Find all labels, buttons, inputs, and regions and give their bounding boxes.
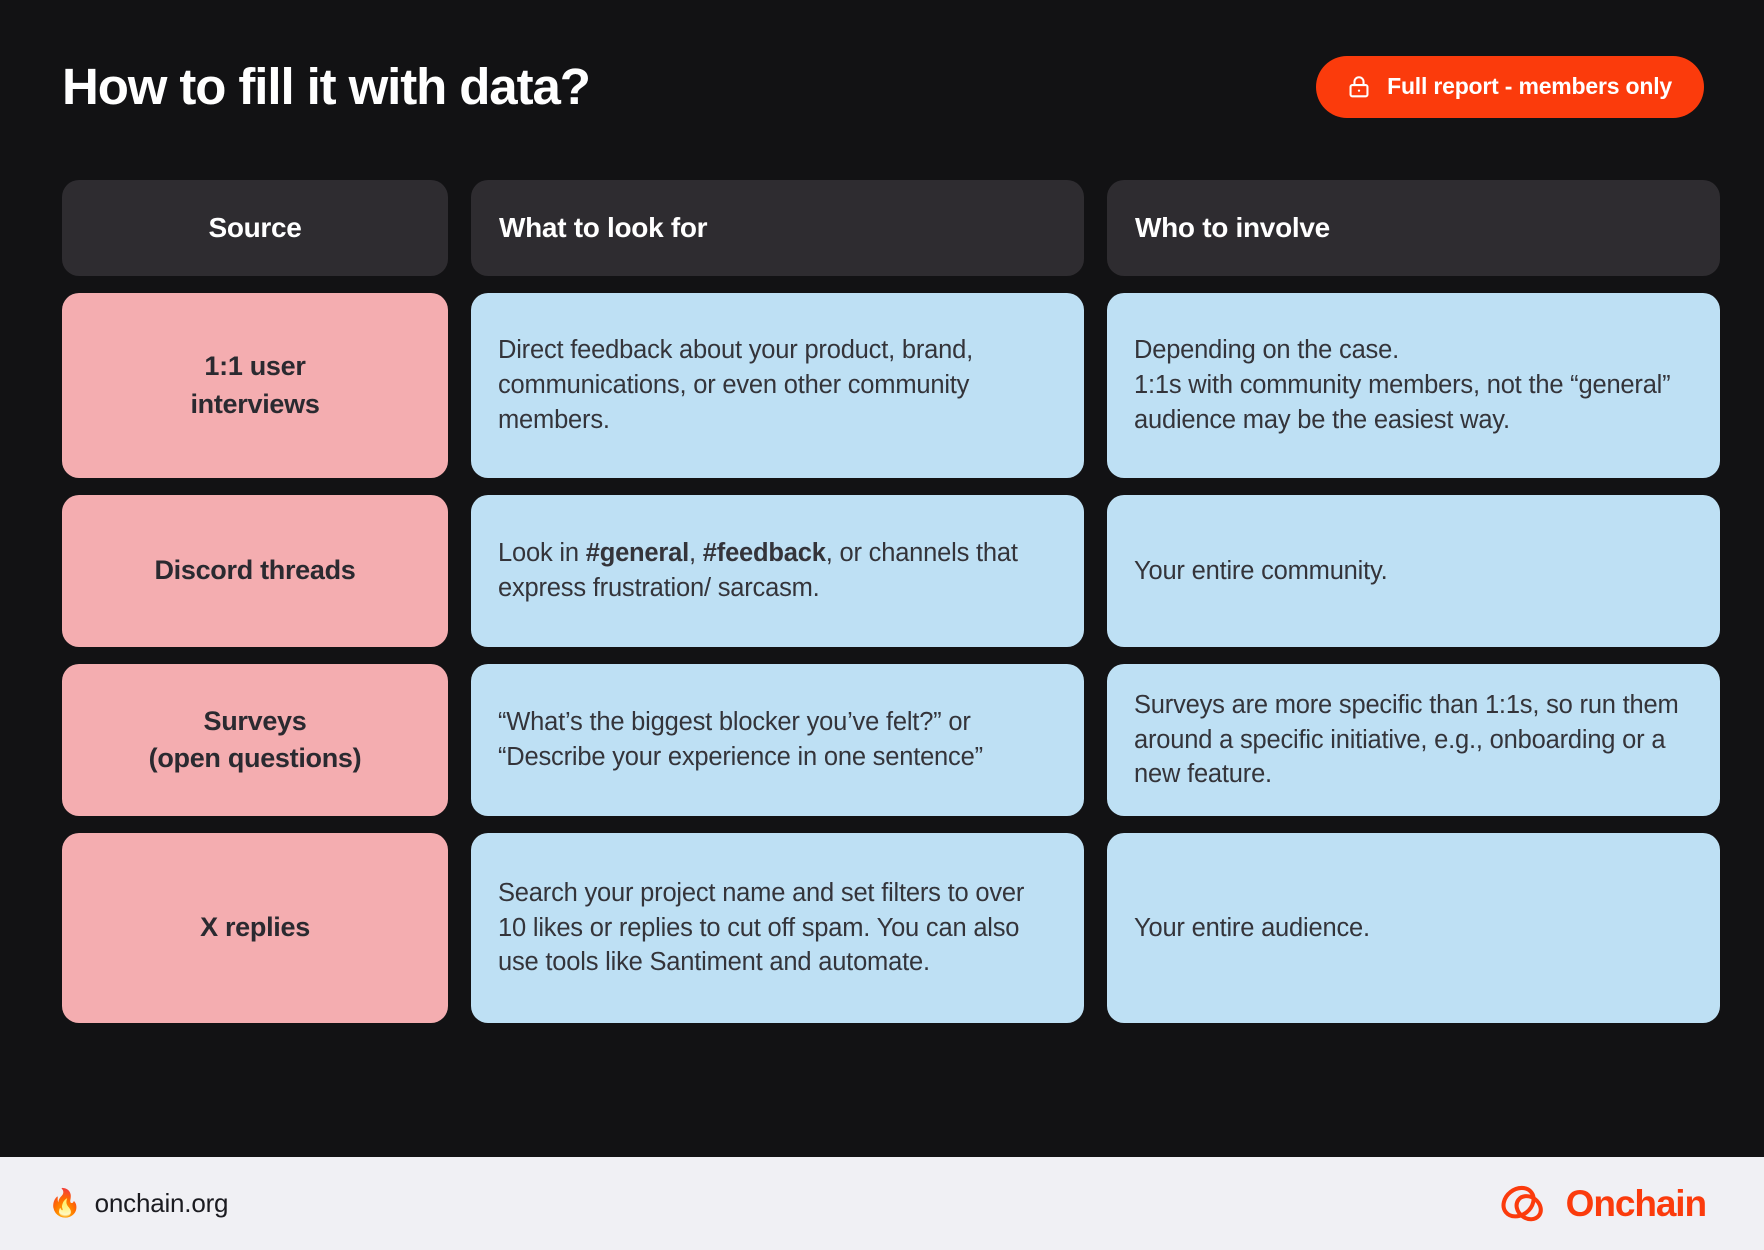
- who-to-involve-text: Surveys are more specific than 1:1s, so …: [1134, 690, 1679, 789]
- what-to-look-for-cell: Search your project name and set filters…: [471, 833, 1084, 1023]
- source-label: X replies: [200, 912, 310, 943]
- table-row: Surveys(open questions) “What’s the bigg…: [62, 664, 1720, 816]
- onchain-logo: Onchain: [1497, 1180, 1707, 1228]
- who-to-involve-cell: Depending on the case.1:1s with communit…: [1107, 293, 1720, 478]
- who-to-involve-cell: Your entire community.: [1107, 495, 1720, 647]
- source-cell: Surveys(open questions): [62, 664, 448, 816]
- column-header-what-label: What to look for: [499, 212, 708, 243]
- who-to-involve-text: Your entire audience.: [1134, 913, 1370, 942]
- table-row: Discord threads Look in #general, #feedb…: [62, 495, 1720, 647]
- who-to-involve-text: Your entire community.: [1134, 556, 1388, 585]
- flame-icon: 🔥: [48, 1188, 82, 1218]
- column-header-source: Source: [62, 180, 448, 276]
- source-cell: X replies: [62, 833, 448, 1023]
- column-header-source-label: Source: [208, 212, 302, 243]
- onchain-mark-icon: [1497, 1180, 1553, 1228]
- what-to-look-for-text: Search your project name and set filters…: [498, 878, 1025, 977]
- page-title: How to fill it with data?: [62, 57, 591, 115]
- source-cell: Discord threads: [62, 495, 448, 647]
- who-to-involve-text: Depending on the case.1:1s with communit…: [1134, 336, 1671, 434]
- source-label: Discord threads: [154, 555, 356, 586]
- who-to-involve-cell: Surveys are more specific than 1:1s, so …: [1107, 664, 1720, 816]
- column-header-what-to-look-for: What to look for: [471, 180, 1084, 276]
- what-to-look-for-text: Direct feedback about your product, bran…: [498, 336, 973, 434]
- table-header-row: Source What to look for Who to involve: [62, 180, 1720, 276]
- lock-icon: [1346, 74, 1372, 100]
- full-report-members-only-button[interactable]: Full report - members only: [1316, 56, 1704, 118]
- table-row: X replies Search your project name and s…: [62, 833, 1720, 1023]
- what-to-look-for-cell: “What’s the biggest blocker you’ve felt?…: [471, 664, 1084, 816]
- what-to-look-for-text: “What’s the biggest blocker you’ve felt?…: [498, 708, 983, 771]
- onchain-wordmark: Onchain: [1565, 1182, 1707, 1224]
- footer: 🔥 onchain.org Onchain: [0, 1157, 1764, 1250]
- cta-label: Full report - members only: [1387, 73, 1672, 99]
- what-to-look-for-cell: Look in #general, #feedback, or channels…: [471, 495, 1084, 647]
- what-to-look-for-text: Look in #general, #feedback, or channels…: [498, 539, 1018, 602]
- source-label: Surveys(open questions): [148, 705, 362, 773]
- footer-site-link[interactable]: 🔥 onchain.org: [48, 1188, 229, 1219]
- data-table: Source What to look for Who to involve 1…: [0, 180, 1764, 1023]
- who-to-involve-cell: Your entire audience.: [1107, 833, 1720, 1023]
- header: How to fill it with data? Full report - …: [0, 0, 1764, 132]
- column-header-who-to-involve: Who to involve: [1107, 180, 1720, 276]
- footer-url-label: onchain.org: [94, 1188, 229, 1218]
- what-to-look-for-cell: Direct feedback about your product, bran…: [471, 293, 1084, 478]
- column-header-who-label: Who to involve: [1135, 212, 1330, 243]
